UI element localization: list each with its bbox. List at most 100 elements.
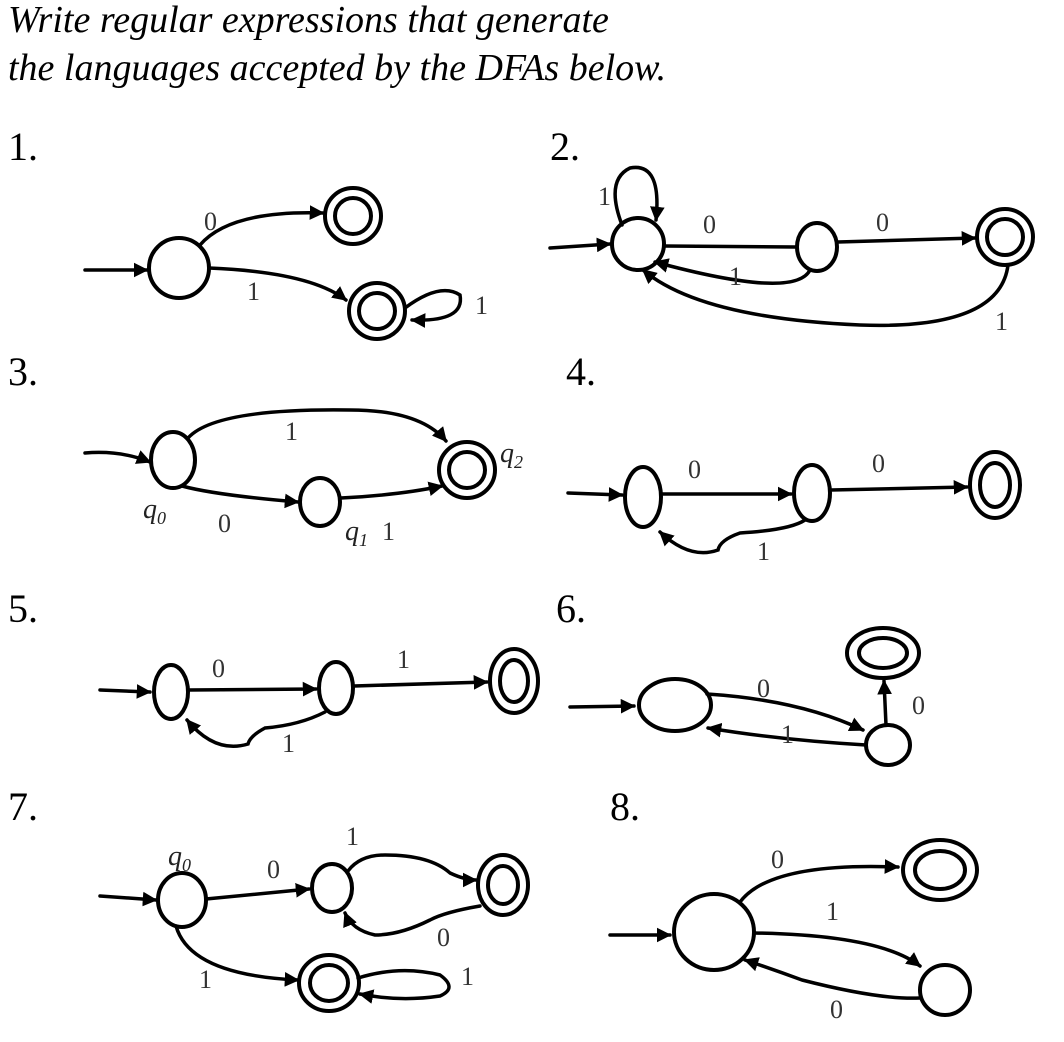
edge-label: 1 (475, 291, 488, 320)
edge-label: 1 (781, 720, 794, 749)
edge-label: 0 (757, 674, 770, 703)
transition-edge (185, 710, 327, 749)
dfa-4: 4. 0 0 1 (566, 349, 1022, 566)
edge-label: 1 (282, 729, 295, 758)
start-state (623, 465, 663, 529)
transition-edge (705, 692, 865, 732)
state-subscript: 1 (359, 530, 368, 550)
accept-state-inner (498, 658, 530, 704)
dfa-3: 3. 1 0 1 q0 q1 q2 (8, 349, 523, 550)
edge-label: 1 (729, 262, 742, 291)
state-letter: q (168, 841, 182, 872)
transition-edge (343, 904, 482, 937)
edge-label: 0 (703, 210, 716, 239)
state (864, 723, 912, 767)
title-line-1: Write regular expressions that generate (8, 0, 609, 41)
transition-edge (829, 479, 969, 495)
dfa-5: 5. 0 1 1 (8, 586, 540, 758)
self-loop (613, 165, 665, 227)
problem-number: 2. (550, 124, 580, 169)
state-subscript: 0 (182, 855, 191, 875)
accept-state-inner (333, 196, 373, 236)
transition-edge (706, 722, 868, 747)
dfa-7: 7. 1 0 0 1 1 q0 (8, 784, 530, 1013)
state (795, 221, 839, 273)
state-subscript: 0 (157, 508, 166, 528)
problem-number: 6. (556, 586, 586, 631)
start-arrow (568, 698, 636, 714)
state-label-q0: q0 (168, 841, 191, 875)
problem-number: 4. (566, 349, 596, 394)
problem-number: 8. (610, 784, 640, 829)
transition-edge (180, 484, 300, 509)
edge-label: 1 (826, 897, 839, 926)
start-state (637, 677, 713, 733)
transition-edge (836, 231, 977, 246)
edge-label: 0 (204, 207, 217, 236)
edge-label: 1 (346, 822, 359, 851)
state-label-q0: q0 (143, 494, 166, 528)
transition-edge (352, 675, 489, 690)
state-letter: q (143, 494, 157, 525)
state-label-q2: q2 (500, 438, 523, 472)
edge-label: 1 (598, 182, 611, 211)
start-state (672, 892, 756, 972)
transition-edge (339, 481, 444, 500)
transition-edge (198, 205, 325, 247)
start-arrow (548, 237, 612, 253)
accept-state-inner (985, 217, 1025, 257)
title-line-2: the languages accepted by the DFAs below… (8, 47, 666, 89)
transition-edge (641, 263, 1010, 328)
edge-label: 0 (912, 691, 925, 720)
accept-state-inner (978, 461, 1012, 509)
state-letter: q (500, 438, 514, 469)
dfa-8: 8. 0 1 0 (608, 784, 979, 1024)
transition-edge (752, 931, 922, 968)
edge-label: 1 (461, 962, 474, 991)
transition-edge (653, 258, 812, 285)
edge-label: 1 (397, 645, 410, 674)
start-state (147, 236, 211, 300)
self-loop (356, 968, 451, 1004)
start-state (610, 216, 666, 272)
state (298, 476, 342, 528)
self-loop (403, 288, 463, 328)
edge-label: 1 (285, 417, 298, 446)
edge-label: 0 (830, 995, 843, 1024)
transition-edge (738, 859, 900, 904)
problem-number: 3. (8, 349, 38, 394)
dfa-6: 6. 0 1 0 (556, 586, 925, 767)
state-letter: q (345, 516, 359, 547)
start-state (149, 430, 197, 490)
state (792, 463, 832, 523)
transition-edge (877, 679, 892, 727)
edge-label: 1 (247, 277, 260, 306)
start-state (152, 663, 190, 721)
problem-number: 1. (8, 124, 38, 169)
state (918, 963, 972, 1017)
accept-state-inner (857, 636, 909, 670)
edge-label: 0 (872, 449, 885, 478)
transition-edge (186, 408, 448, 443)
problem-number: 7. (8, 784, 38, 829)
edge-label: 1 (757, 537, 770, 566)
accept-state-inner (308, 963, 350, 1003)
state (310, 862, 354, 914)
transition-edge (743, 957, 922, 1000)
transition-edge (204, 882, 311, 901)
accept-state-inner (357, 291, 397, 331)
transition-edge (207, 266, 348, 302)
problem-number: 5. (8, 586, 38, 631)
start-state (156, 871, 208, 929)
edge-label: 0 (218, 509, 231, 538)
edge-label: 0 (688, 455, 701, 484)
edge-label: 0 (771, 845, 784, 874)
start-arrow (83, 450, 152, 464)
edge-label: 0 (876, 208, 889, 237)
start-arrow (98, 684, 152, 699)
state (317, 660, 355, 716)
transition-edge (658, 518, 807, 555)
start-arrow (566, 487, 624, 502)
edge-label: 0 (267, 855, 280, 884)
edge-label: 0 (212, 654, 225, 683)
